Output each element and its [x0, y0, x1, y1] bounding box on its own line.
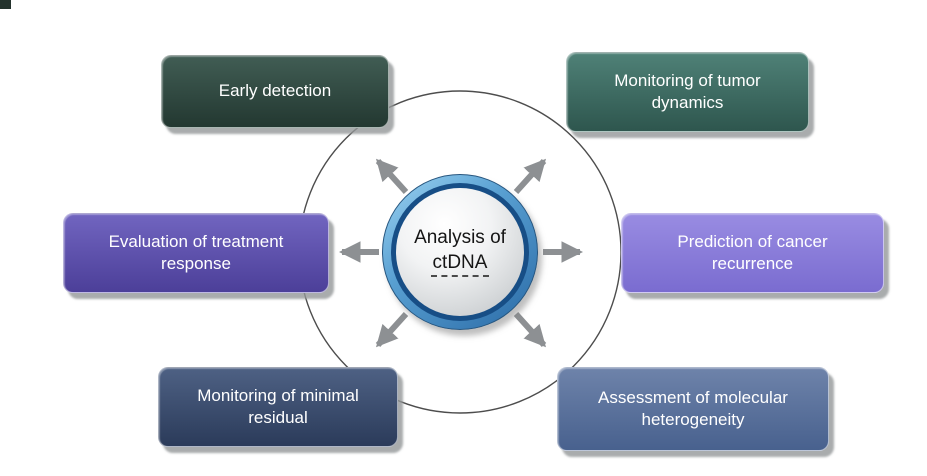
node-prediction-cancer-recurrence: Prediction of cancer recurrence [621, 213, 884, 293]
node-monitoring-tumor-dynamics: Monitoring of tumor dynamics [566, 52, 809, 132]
arrow-down-right [513, 311, 547, 348]
node-label: Monitoring of tumor dynamics [614, 70, 761, 112]
center-label-line1: Analysis of [414, 227, 506, 248]
center-label: Analysis of ctDNA [382, 174, 538, 330]
node-assessment-molecular-heterogeneity: Assessment of molecular heterogeneity [557, 367, 829, 451]
node-early-detection: Early detection [161, 55, 389, 128]
arrow-down-left [375, 311, 409, 348]
node-label: Prediction of cancer recurrence [677, 231, 828, 273]
corner-artifact [0, 0, 11, 9]
center-label-line2: ctDNA [430, 252, 490, 277]
arrow-up-right [513, 158, 547, 195]
node-label: Assessment of molecular heterogeneity [598, 387, 788, 429]
node-label: Early detection [218, 81, 332, 101]
center-circle: Analysis of ctDNA [382, 174, 538, 330]
node-monitoring-minimal-residual: Monitoring of minimal residual [158, 367, 398, 447]
node-label: Monitoring of minimal residual [197, 385, 359, 427]
node-evaluation-treatment-response: Evaluation of treatment response [63, 213, 329, 293]
arrow-up-left [375, 158, 409, 195]
node-label: Evaluation of treatment response [108, 231, 284, 273]
center-circle-sphere [396, 188, 524, 316]
